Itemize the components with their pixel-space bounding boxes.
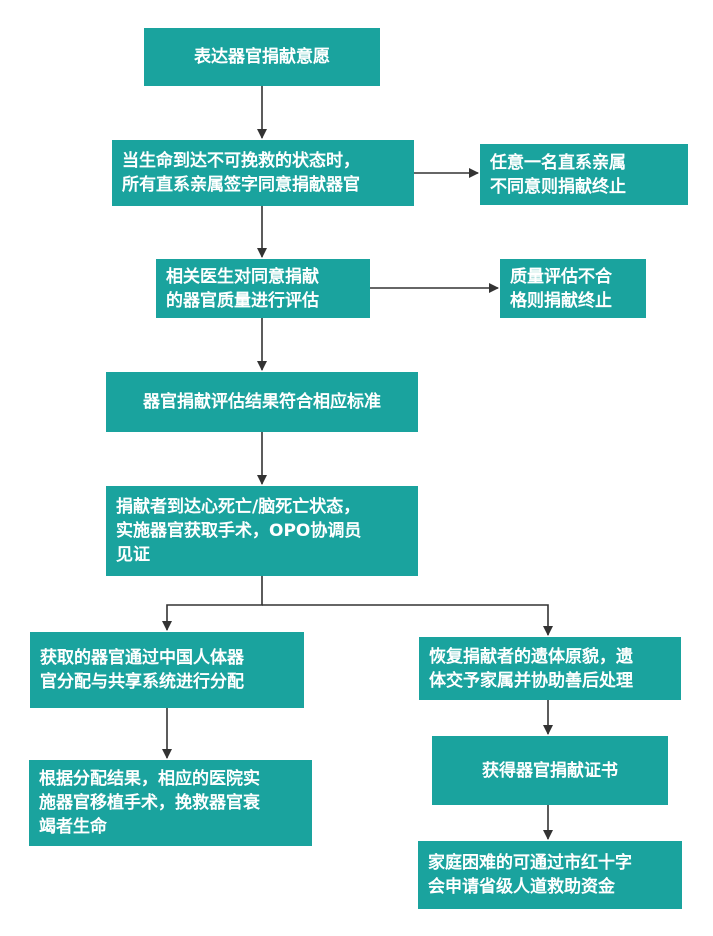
node-allocation: 获取的器官通过中国人体器 官分配与共享系统进行分配 bbox=[30, 632, 304, 708]
node-certificate-text: 获得器官捐献证书 bbox=[482, 760, 618, 781]
node-restore-body-text: 恢复捐献者的遗体原貌，遗 体交予家属并协助善后处理 bbox=[429, 646, 633, 691]
node-assess-pass-text: 器官捐献评估结果符合相应标准 bbox=[143, 392, 381, 412]
node-procurement: 捐献者到达心死亡/脑死亡状态， 实施器官获取手术，OPO协调员 见证 bbox=[106, 486, 418, 576]
node-procurement-text: 捐献者到达心死亡/脑死亡状态， 实施器官获取手术，OPO协调员 见证 bbox=[116, 497, 362, 565]
node-family-refuse-text: 任意一名直系亲属 不同意则捐献终止 bbox=[490, 152, 626, 197]
node-quality-fail: 质量评估不合 格则捐献终止 bbox=[500, 259, 646, 318]
node-transplant-text: 根据分配结果，相应的医院实 施器官移植手术，挽救器官衰 竭者生命 bbox=[39, 769, 260, 837]
node-express-will: 表达器官捐献意愿 bbox=[144, 28, 380, 86]
node-assess-pass: 器官捐献评估结果符合相应标准 bbox=[106, 372, 418, 432]
node-family-consent-text: 当生命到达不可挽救的状态时， 所有直系亲属签字同意捐献器官 bbox=[122, 151, 360, 195]
node-doctor-assess: 相关医生对同意捐献 的器官质量进行评估 bbox=[156, 259, 370, 318]
node-family-consent: 当生命到达不可挽救的状态时， 所有直系亲属签字同意捐献器官 bbox=[112, 140, 414, 206]
branch-right bbox=[262, 604, 553, 636]
node-allocation-text: 获取的器官通过中国人体器 官分配与共享系统进行分配 bbox=[40, 648, 244, 692]
node-restore-body: 恢复捐献者的遗体原貌，遗 体交予家属并协助善后处理 bbox=[419, 637, 681, 700]
node-family-refuse: 任意一名直系亲属 不同意则捐献终止 bbox=[480, 144, 688, 205]
branch-left bbox=[162, 576, 263, 631]
node-doctor-assess-text: 相关医生对同意捐献 的器官质量进行评估 bbox=[166, 266, 319, 311]
node-certificate: 获得器官捐献证书 bbox=[432, 736, 668, 805]
node-quality-fail-text: 质量评估不合 格则捐献终止 bbox=[510, 266, 612, 311]
node-express-will-text: 表达器官捐献意愿 bbox=[194, 47, 330, 67]
node-aid-fund: 家庭困难的可通过市红十字 会申请省级人道救助资金 bbox=[418, 841, 682, 909]
node-transplant: 根据分配结果，相应的医院实 施器官移植手术，挽救器官衰 竭者生命 bbox=[29, 760, 312, 846]
node-aid-fund-text: 家庭困难的可通过市红十字 会申请省级人道救助资金 bbox=[428, 853, 632, 897]
